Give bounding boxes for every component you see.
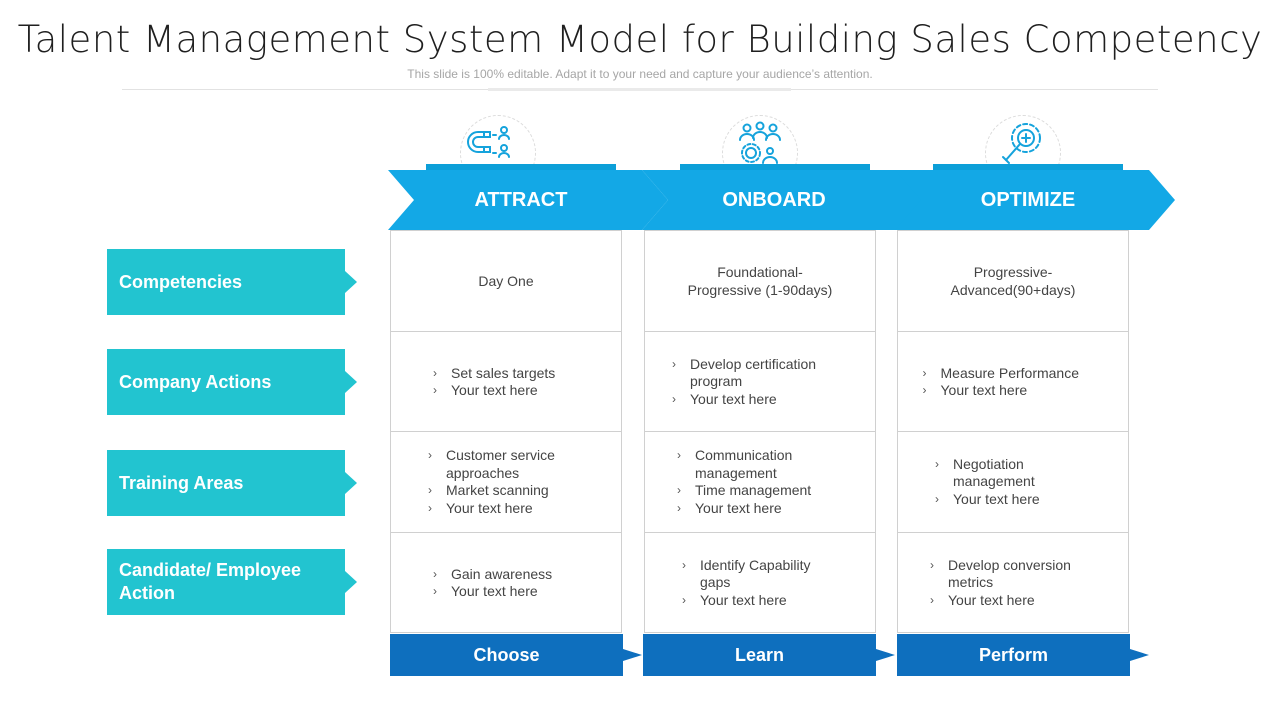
list-item: Your text here bbox=[921, 382, 1106, 400]
cell-company-actions-onboard: Develop certification program Your text … bbox=[644, 332, 876, 432]
slide-title: Talent Management System Model for Build… bbox=[17, 18, 1263, 61]
list-item: Your text here bbox=[680, 592, 840, 610]
candidate-action-list: Gain awareness Your text here bbox=[431, 566, 581, 601]
magnet-people-icon bbox=[467, 126, 510, 158]
cell-training-areas-optimize: Negotiation management Your text here bbox=[897, 432, 1129, 532]
bottom-label-perform: Perform bbox=[978, 645, 1049, 665]
cell-company-actions-attract: Set sales targets Your text here bbox=[390, 332, 622, 432]
company-actions-list: Set sales targets Your text here bbox=[431, 365, 581, 400]
company-actions-list: Develop certification program Your text … bbox=[670, 356, 850, 409]
team-gear-icon bbox=[739, 121, 781, 164]
list-item: Gain awareness bbox=[431, 566, 581, 584]
row-divider bbox=[897, 331, 1129, 332]
tab-bar-onboard bbox=[680, 164, 870, 172]
row-label-candidate-action: Candidate/ Employee Action bbox=[119, 560, 302, 603]
chevron-optimize bbox=[895, 170, 1175, 230]
list-item: Your text here bbox=[670, 391, 850, 409]
bottom-label-learn: Learn bbox=[734, 645, 785, 665]
competency-text: Day One bbox=[478, 273, 534, 289]
title-divider-accent bbox=[488, 88, 791, 91]
row-label-shape-company-actions bbox=[107, 349, 357, 415]
bottom-arrow-choose bbox=[390, 634, 642, 676]
list-item: Measure Performance bbox=[921, 365, 1106, 383]
list-item: Your text here bbox=[675, 500, 845, 518]
row-divider bbox=[644, 331, 876, 332]
row-divider bbox=[897, 431, 1129, 432]
company-actions-list: Measure Performance Your text here bbox=[921, 365, 1106, 400]
list-item: Customer service approaches bbox=[426, 447, 586, 482]
cell-candidate-action-attract: Gain awareness Your text here bbox=[390, 533, 622, 633]
row-label-shape-candidate-action bbox=[107, 549, 357, 615]
row-label-shape-competencies bbox=[107, 249, 357, 315]
list-item: Identify Capability gaps bbox=[680, 557, 840, 592]
list-item: Negotiation management bbox=[933, 456, 1093, 491]
chevron-attract bbox=[388, 170, 668, 230]
row-divider bbox=[390, 431, 622, 432]
list-item: Communication management bbox=[675, 447, 845, 482]
stage-header-attract: ATTRACT bbox=[474, 189, 568, 211]
list-item: Time management bbox=[675, 482, 845, 500]
tab-bar-optimize bbox=[933, 164, 1123, 172]
list-item: Your text here bbox=[928, 592, 1098, 610]
list-item: Your text here bbox=[431, 583, 581, 601]
list-item: Market scanning bbox=[426, 482, 586, 500]
row-label-training-areas: Training Areas bbox=[119, 472, 244, 493]
competency-text: Foundational- Progressive (1-90days) bbox=[687, 264, 833, 298]
list-item: Your text here bbox=[426, 500, 586, 518]
candidate-action-list: Identify Capability gaps Your text here bbox=[680, 557, 840, 610]
tab-bar-attract bbox=[426, 164, 616, 172]
row-label-competencies: Competencies bbox=[119, 271, 243, 292]
stage-header-optimize: OPTIMIZE bbox=[980, 189, 1076, 211]
list-item: Set sales targets bbox=[431, 365, 581, 383]
row-divider bbox=[390, 331, 622, 332]
row-divider bbox=[897, 532, 1129, 533]
cell-company-actions-optimize: Measure Performance Your text here bbox=[897, 332, 1129, 432]
training-areas-list: Customer service approaches Market scann… bbox=[426, 447, 586, 517]
cell-competency-attract: Day One bbox=[390, 231, 622, 331]
bottom-label-choose: Choose bbox=[473, 645, 540, 665]
cell-training-areas-onboard: Communication management Time management… bbox=[644, 432, 876, 532]
bottom-arrow-learn bbox=[643, 634, 895, 676]
row-divider bbox=[644, 532, 876, 533]
bottom-arrow-perform bbox=[897, 634, 1149, 676]
slide-subtitle: This slide is 100% editable. Adapt it to… bbox=[407, 67, 873, 81]
candidate-action-list: Develop conversion metrics Your text her… bbox=[928, 557, 1098, 610]
list-item: Develop certification program bbox=[670, 356, 850, 391]
competency-text: Progressive- Advanced(90+days) bbox=[950, 264, 1076, 298]
row-label-shape-training-areas bbox=[107, 450, 357, 516]
cell-competency-onboard: Foundational- Progressive (1-90days) bbox=[644, 231, 876, 331]
list-item: Your text here bbox=[431, 382, 581, 400]
row-divider bbox=[644, 431, 876, 432]
list-item: Develop conversion metrics bbox=[928, 557, 1098, 592]
training-areas-list: Negotiation management Your text here bbox=[933, 456, 1093, 509]
list-item: Your text here bbox=[933, 491, 1093, 509]
training-areas-list: Communication management Time management… bbox=[675, 447, 845, 517]
cell-competency-optimize: Progressive- Advanced(90+days) bbox=[897, 231, 1129, 331]
row-divider bbox=[390, 532, 622, 533]
cell-candidate-action-optimize: Develop conversion metrics Your text her… bbox=[897, 533, 1129, 633]
stage-header-onboard: ONBOARD bbox=[722, 189, 826, 211]
gear-wrench-icon bbox=[1002, 123, 1041, 164]
cell-candidate-action-onboard: Identify Capability gaps Your text here bbox=[644, 533, 876, 633]
chevron-onboard bbox=[642, 170, 922, 230]
cell-training-areas-attract: Customer service approaches Market scann… bbox=[390, 432, 622, 532]
row-label-company-actions: Company Actions bbox=[119, 371, 272, 392]
